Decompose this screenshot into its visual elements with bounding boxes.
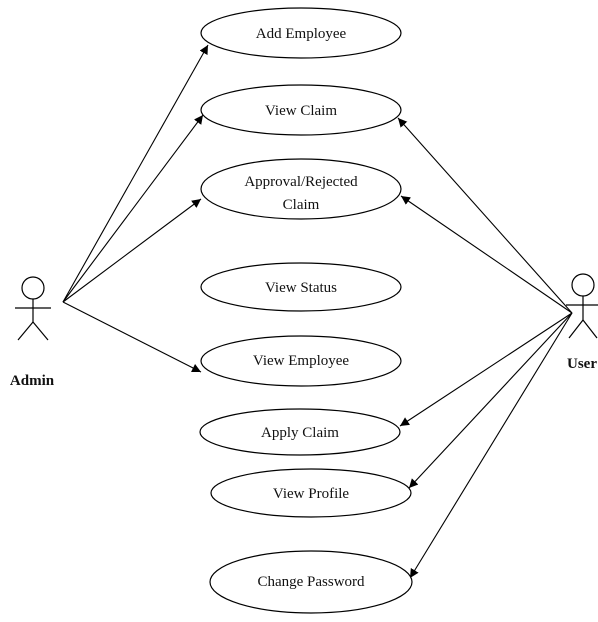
use-case-approval-rejected-claim-label-line2: Claim: [283, 197, 320, 213]
use-case-apply-claim-label: Apply Claim: [261, 425, 339, 441]
association-user-view-profile: [408, 312, 573, 489]
association-user-view-claim: [397, 117, 573, 314]
association-user-change-password: [409, 312, 573, 579]
use-case-view-profile[interactable]: View Profile: [210, 468, 412, 518]
stick-figure-icon: [566, 273, 598, 339]
association-lines: [62, 44, 573, 579]
association-admin-add-employee: [62, 44, 209, 303]
association-admin-view-claim: [62, 114, 204, 303]
actor-admin[interactable]: Admin: [10, 276, 55, 389]
stick-figure-icon: [15, 276, 51, 341]
actor-user-label: User: [567, 356, 597, 372]
use-case-change-password-label: Change Password: [257, 574, 365, 590]
actor-user[interactable]: User: [566, 273, 598, 372]
use-case-add-employee[interactable]: Add Employee: [200, 7, 402, 59]
association-user-apply-claim: [399, 312, 573, 427]
use-case-apply-claim[interactable]: Apply Claim: [199, 408, 401, 456]
use-case-view-status[interactable]: View Status: [200, 262, 402, 312]
use-case-add-employee-label: Add Employee: [256, 26, 347, 42]
actor-admin-label: Admin: [10, 373, 55, 389]
use-case-view-status-label: View Status: [265, 280, 337, 296]
association-admin-view-employee: [62, 301, 202, 373]
use-case-view-employee[interactable]: View Employee: [200, 335, 402, 387]
use-case-approval-rejected-claim[interactable]: Approval/Rejected Claim: [200, 158, 402, 220]
use-case-view-profile-label: View Profile: [273, 486, 350, 502]
use-case-view-claim-label: View Claim: [265, 103, 337, 119]
use-case-view-employee-label: View Employee: [253, 353, 349, 369]
association-user-approval-rejected-claim: [400, 195, 573, 314]
use-case-change-password[interactable]: Change Password: [209, 550, 413, 614]
association-admin-approval-rejected-claim: [62, 198, 202, 303]
use-case-view-claim[interactable]: View Claim: [200, 84, 402, 136]
use-case-approval-rejected-claim-label-line1: Approval/Rejected: [244, 174, 358, 190]
